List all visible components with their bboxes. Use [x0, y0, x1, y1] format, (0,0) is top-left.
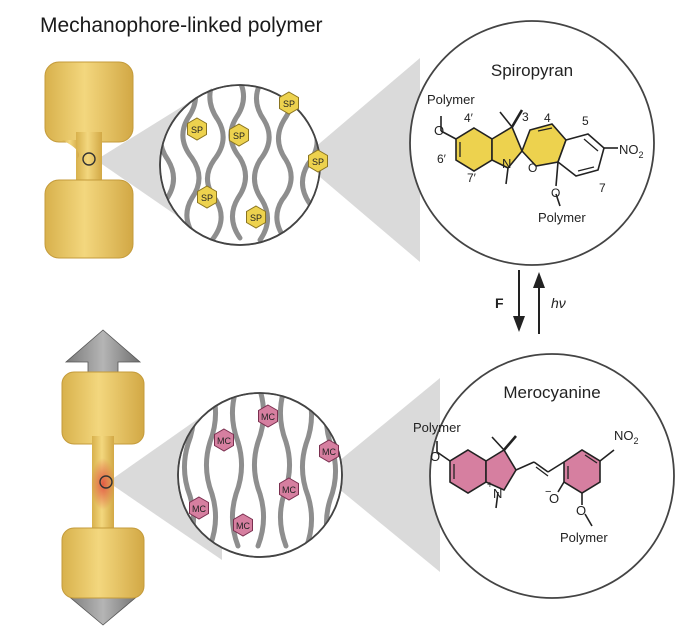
spiropyran-polymer-top: Polymer [427, 92, 475, 107]
mc-label: MC [217, 436, 231, 446]
mc-label: MC [236, 521, 250, 531]
specimen-stretched [61, 371, 145, 599]
merocyanine-indoline-five-ring [485, 448, 517, 492]
spiropyran-indoline-five-ring [491, 125, 523, 170]
sp-units: SP SP SP SP SP SP [187, 91, 328, 229]
spiropyran-heading: Spiropyran [491, 61, 573, 80]
merocyanine-atom-n: N [493, 486, 502, 501]
merocyanine-polymer-left: Polymer [413, 420, 461, 435]
sp-label: SP [283, 99, 295, 109]
spiropyran-polymer-bottom: Polymer [538, 210, 586, 225]
merocyanine-atom-o-left: O [430, 449, 440, 464]
position-7: 7 [599, 181, 606, 195]
sp-hexagon: SP [187, 117, 207, 141]
zoom-marker-bottom [99, 475, 113, 489]
position-5: 5 [582, 114, 589, 128]
mc-hexagon: MC [319, 439, 339, 463]
sp-label: SP [312, 157, 324, 167]
spiropyran-no2: NO2 [619, 142, 644, 160]
merocyanine-atom-o-bottom: O [576, 503, 586, 518]
sp-label: SP [201, 193, 213, 203]
position-4prime: 4′ [464, 111, 474, 125]
spiropyran-atom-o-top: O [434, 123, 444, 138]
zoom-marker-top [82, 152, 96, 166]
position-7prime: 7′ [467, 171, 477, 185]
stress-glow [91, 458, 115, 510]
spiropyran-panel: Spiropyran Polymer O 4′ 3 4 5 6′ 7′ [409, 20, 655, 266]
merocyanine-atom-o-minus: O [549, 491, 559, 506]
position-6prime: 6′ [437, 152, 447, 166]
sp-hexagon: SP [279, 91, 299, 115]
mc-label: MC [282, 485, 296, 495]
mc-hexagon: MC [233, 513, 253, 537]
position-4: 4 [544, 111, 551, 125]
arrow-up-icon [533, 272, 545, 288]
light-label: hν [551, 295, 566, 311]
mc-hexagon: MC [214, 428, 234, 452]
mc-label: MC [192, 504, 206, 514]
mc-label: MC [322, 447, 336, 457]
mc-hexagon: MC [258, 404, 278, 428]
sp-label: SP [191, 125, 203, 135]
zoom-cone-top-large [300, 58, 420, 262]
arrow-down-icon [513, 316, 525, 332]
mc-label: MC [261, 412, 275, 422]
specimen-unstretched [44, 61, 134, 259]
position-3: 3 [522, 110, 529, 124]
sp-hexagon: SP [308, 149, 328, 173]
equilibrium-arrows: F hν [495, 270, 566, 334]
sp-hexagon: SP [197, 185, 217, 209]
mc-units: MC MC MC MC MC MC [189, 404, 339, 537]
merocyanine-n-charge: + [487, 480, 493, 491]
spiropyran-atom-o-bottom: O [551, 186, 560, 200]
sp-label: SP [233, 131, 245, 141]
force-label: F [495, 295, 504, 311]
merocyanine-panel: Merocyanine Polymer O N + NO2 O [413, 353, 675, 599]
sp-hexagon: SP [229, 123, 249, 147]
merocyanine-polymer-bottom: Polymer [560, 530, 608, 545]
figure-title: Mechanophore-linked polymer [40, 14, 323, 37]
zoom-cone-bottom-large [322, 378, 440, 572]
mc-hexagon: MC [189, 496, 209, 520]
sp-label: SP [250, 213, 262, 223]
merocyanine-heading: Merocyanine [503, 383, 600, 402]
sp-hexagon: SP [246, 205, 266, 229]
merocyanine-no2: NO2 [614, 428, 639, 446]
merocyanine-o-charge: − [545, 486, 551, 498]
spiropyran-atom-n: N [502, 156, 511, 171]
spiropyran-atom-o-ring: O [528, 161, 537, 175]
mc-hexagon: MC [279, 477, 299, 501]
